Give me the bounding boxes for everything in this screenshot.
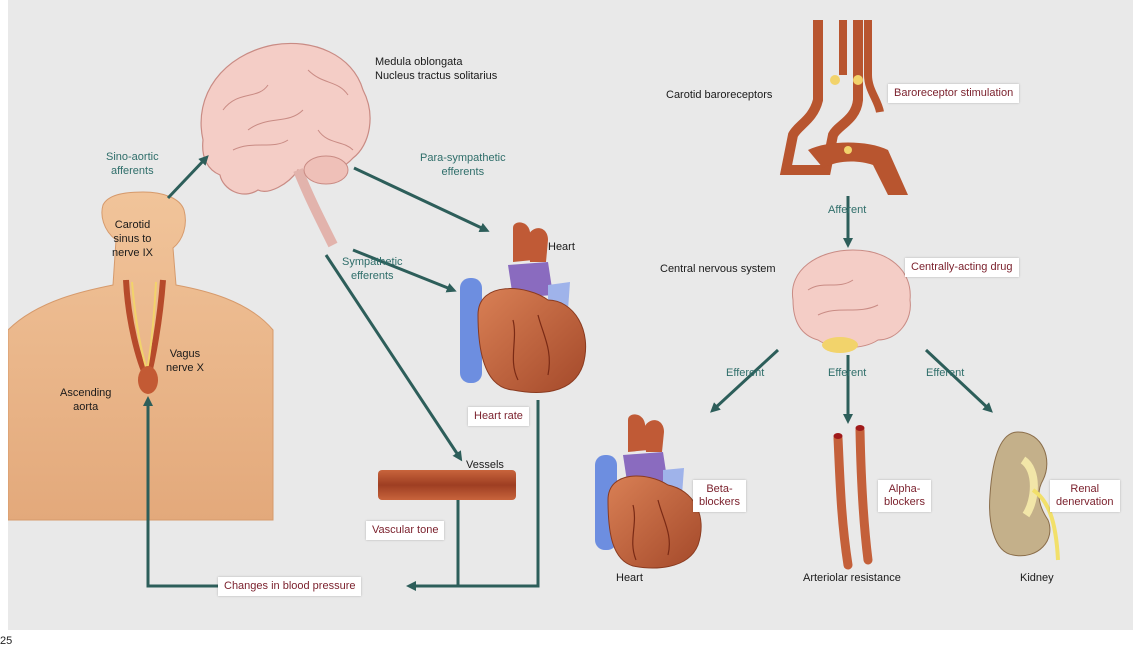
heart-rate-box: Heart rate xyxy=(468,407,529,426)
changes-blood-pressure-box: Changes in blood pressure xyxy=(218,577,361,596)
heart-label-left: Heart xyxy=(548,240,575,254)
parasympathetic-line1: Para-sympathetic xyxy=(420,151,506,165)
carotid-line1: Carotid xyxy=(112,218,153,232)
heart-illustration-right xyxy=(595,414,701,568)
alpha-blockers-box: Alpha- blockers xyxy=(878,480,931,512)
renal-line2: denervation xyxy=(1056,496,1114,509)
sympathetic-label: Sympathetic efferents xyxy=(342,255,403,283)
alpha-line1: Alpha- xyxy=(884,483,925,496)
sympathetic-line1: Sympathetic xyxy=(342,255,403,269)
medula-oblongata-label: Medula oblongata xyxy=(375,55,497,69)
carotid-baroreceptors-label: Carotid baroreceptors xyxy=(666,88,772,102)
sino-aortic-line1: Sino-aortic xyxy=(106,150,159,164)
renal-line1: Renal xyxy=(1056,483,1114,496)
arteriole-illustration xyxy=(834,425,869,565)
alpha-line2: blockers xyxy=(884,496,925,509)
vagus-nerve-label: Vagus nerve X xyxy=(166,347,204,375)
vagus-line1: Vagus xyxy=(166,347,204,361)
vascular-tone-box: Vascular tone xyxy=(366,521,444,540)
kidney-illustration xyxy=(990,432,1058,560)
kidney-label: Kidney xyxy=(1020,571,1054,585)
nucleus-tractus-label: Nucleus tractus solitarius xyxy=(375,69,497,83)
efferent-label-left: Efferent xyxy=(726,366,764,380)
brain-illustration xyxy=(201,43,370,245)
vagus-line2: nerve X xyxy=(166,361,204,375)
sympathetic-line2: efferents xyxy=(342,269,403,283)
brain-label: Medula oblongata Nucleus tractus solitar… xyxy=(375,55,497,83)
diagram-canvas: Medula oblongata Nucleus tractus solitar… xyxy=(8,0,1133,630)
carotid-sinus-label: Carotid sinus to nerve IX xyxy=(112,218,153,260)
efferent-label-mid: Efferent xyxy=(828,366,866,380)
beta-blockers-box: Beta- blockers xyxy=(693,480,746,512)
beta-line1: Beta- xyxy=(699,483,740,496)
corner-text: 25 xyxy=(0,636,12,646)
ascending-line2: aorta xyxy=(60,400,111,414)
sino-aortic-line2: afferents xyxy=(106,164,159,178)
cns-label: Central nervous system xyxy=(660,262,776,276)
carotid-line2: sinus to xyxy=(112,232,153,246)
parasympathetic-line2: efferents xyxy=(420,165,506,179)
beta-line2: blockers xyxy=(699,496,740,509)
vessels-label: Vessels xyxy=(466,458,504,472)
renal-denervation-box: Renal denervation xyxy=(1050,480,1120,512)
ascending-line1: Ascending xyxy=(60,386,111,400)
brain-illustration-right xyxy=(792,250,910,353)
parasympathetic-label: Para-sympathetic efferents xyxy=(420,151,506,179)
sino-aortic-label: Sino-aortic afferents xyxy=(106,150,159,178)
centrally-acting-drug-box: Centrally-acting drug xyxy=(905,258,1019,277)
carotid-artery-illustration xyxy=(786,20,908,195)
efferent-label-right: Efferent xyxy=(926,366,964,380)
carotid-line3: nerve IX xyxy=(112,246,153,260)
arteriolar-resistance-label: Arteriolar resistance xyxy=(803,571,901,585)
vessel-illustration xyxy=(378,470,516,500)
afferent-label: Afferent xyxy=(828,203,866,217)
heart-label-right: Heart xyxy=(616,571,643,585)
ascending-aorta-label: Ascending aorta xyxy=(60,386,111,414)
baroreceptor-stimulation-box: Baroreceptor stimulation xyxy=(888,84,1019,103)
